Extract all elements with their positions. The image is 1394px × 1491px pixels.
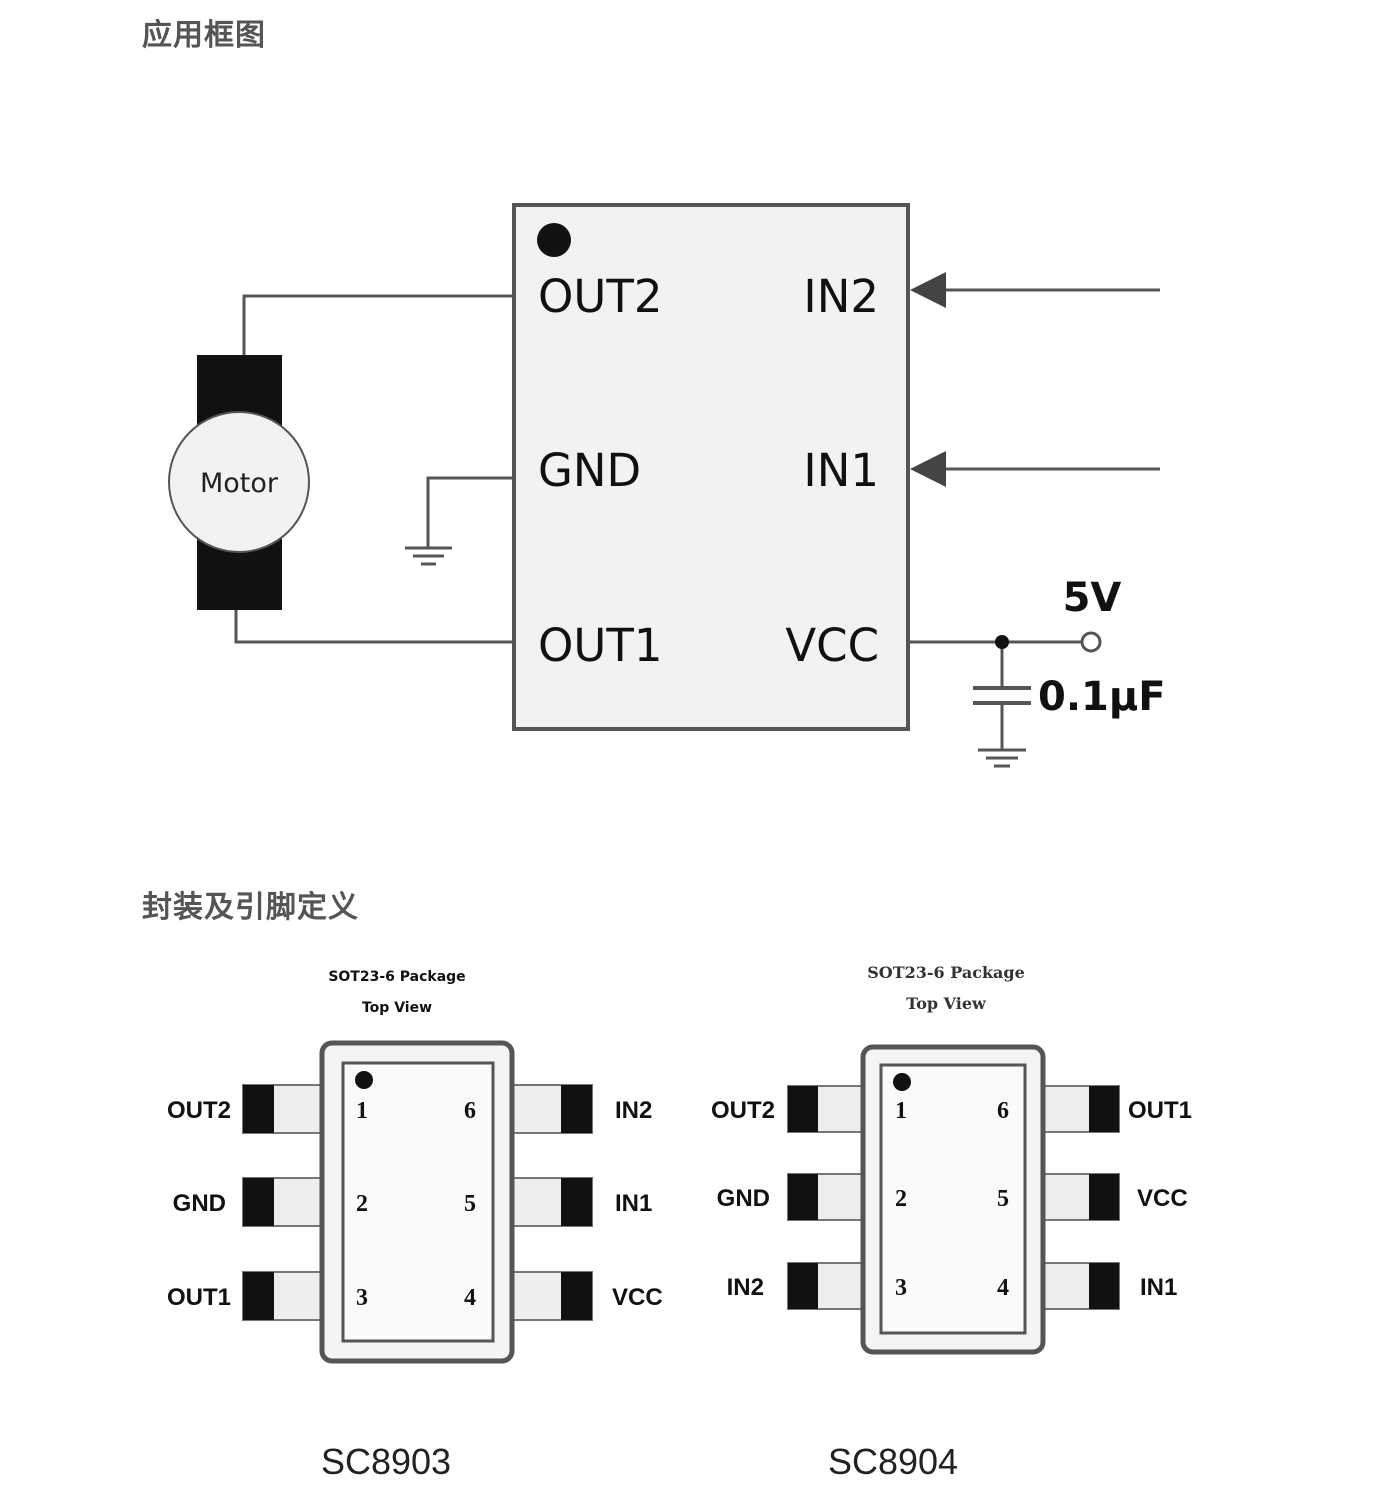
pin-name: VCC	[612, 1284, 663, 1311]
ground-symbol-gnd	[405, 546, 452, 566]
pin-number: 2	[895, 1186, 907, 1212]
pin-number: 6	[464, 1098, 476, 1124]
supply-label: 5V	[1063, 575, 1122, 621]
application-diagram: Motor	[168, 203, 1166, 768]
capacitor-label: 0.1µF	[1038, 674, 1166, 720]
pin-number: 3	[356, 1285, 368, 1311]
pin-number: 5	[464, 1191, 476, 1217]
right-leads	[511, 1084, 593, 1321]
wire-gnd	[426, 476, 514, 548]
capacitor-symbol	[973, 686, 1031, 705]
pin-number: 4	[464, 1285, 476, 1311]
package-sc8904: SOT23-6 Package Top View 1 2 3 6 5	[711, 963, 1192, 1482]
supply-terminal	[1080, 631, 1102, 653]
part-number: SC8903	[321, 1441, 451, 1482]
ic-pin-label: VCC	[785, 619, 879, 672]
pin-name: OUT1	[167, 1284, 231, 1311]
package-pinout-title: 封装及引脚定义	[142, 890, 359, 925]
pin-number: 3	[895, 1275, 907, 1301]
package-header-line2: Top View	[362, 1000, 432, 1016]
right-leads	[1042, 1085, 1120, 1310]
part-number: SC8904	[828, 1441, 958, 1482]
ic-pin-label: OUT2	[538, 270, 662, 323]
package-sc8903: SOT23-6 Package Top View 1 2 3 6 5	[167, 969, 663, 1482]
pin-number: 1	[356, 1098, 368, 1124]
pin-name: GND	[717, 1185, 770, 1212]
ic-body	[512, 203, 910, 731]
pin-number: 6	[997, 1098, 1009, 1124]
ground-symbol-cap	[978, 748, 1026, 768]
motor-circle	[168, 411, 310, 553]
pin-name: IN1	[615, 1190, 652, 1217]
pin1-dot	[355, 1071, 373, 1089]
wire-out2	[242, 294, 514, 355]
pin-name: VCC	[1137, 1185, 1188, 1212]
package-inner-outline	[341, 1061, 495, 1343]
pin-name: IN2	[727, 1274, 764, 1301]
ic-pin-label: IN1	[803, 444, 879, 497]
pin-number: 5	[997, 1186, 1009, 1212]
pin-number: 4	[997, 1275, 1009, 1301]
application-diagram-title: 应用框图	[142, 18, 266, 53]
motor: Motor	[168, 355, 310, 610]
pin-name: IN2	[615, 1097, 652, 1124]
ic-pin-label: IN2	[803, 270, 879, 323]
package-header-line1: SOT23-6 Package	[867, 963, 1025, 982]
ic-pin-label: OUT1	[538, 619, 662, 672]
pin-name: OUT1	[1128, 1097, 1192, 1124]
pin-name: OUT2	[711, 1097, 775, 1124]
left-leads	[787, 1085, 865, 1310]
pin1-dot	[893, 1073, 911, 1091]
pin1-marker-dot	[537, 223, 571, 257]
motor-label: Motor	[200, 468, 279, 499]
package-inner-outline	[879, 1063, 1027, 1335]
pin-number: 2	[356, 1191, 368, 1217]
pin-name: IN1	[1140, 1274, 1177, 1301]
package-header-line2: Top View	[906, 994, 987, 1013]
junction-dot	[995, 635, 1009, 649]
wire-out1	[234, 610, 514, 644]
package-header-line1: SOT23-6 Package	[328, 969, 465, 985]
ic-pin-label: GND	[538, 444, 641, 497]
pin-name: OUT2	[167, 1097, 231, 1124]
ic-chip: OUT2 GND OUT1 IN2 IN1 VCC	[512, 203, 910, 731]
left-leads	[242, 1084, 324, 1321]
pin-name: GND	[173, 1190, 226, 1217]
pin-number: 1	[895, 1098, 907, 1124]
